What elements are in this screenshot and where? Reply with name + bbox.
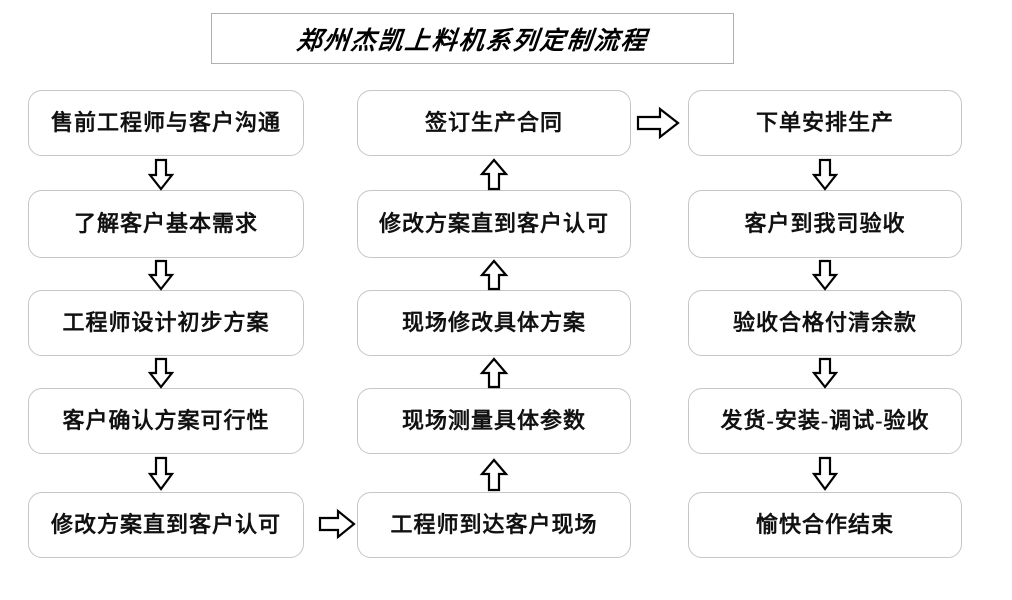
node-label: 验收合格付清余款 [732,310,917,335]
node-label: 下单安排生产 [755,110,894,135]
arrow-down-icon [145,158,177,191]
node-label: 愉快合作结束 [755,512,894,537]
node-engineer-draft-plan[interactable]: 工程师设计初步方案 [28,290,304,356]
arrow-down-icon [809,158,841,191]
arrow-up-icon [478,158,510,191]
node-engineer-arrives-onsite[interactable]: 工程师到达客户现场 [357,492,631,558]
arrow-up-icon [478,357,510,389]
node-label: 工程师到达客户现场 [390,512,598,537]
node-place-order-schedule-production[interactable]: 下单安排生产 [688,90,962,156]
arrow-down-icon [145,456,177,491]
node-revise-until-approved-col2[interactable]: 修改方案直到客户认可 [357,190,631,258]
node-label: 了解客户基本需求 [73,211,258,236]
node-customer-confirm-feasibility[interactable]: 客户确认方案可行性 [28,388,304,454]
node-pay-balance-after-acceptance[interactable]: 验收合格付清余款 [688,290,962,356]
node-onsite-measure-parameters[interactable]: 现场测量具体参数 [357,388,631,454]
node-pleasant-cooperation-end[interactable]: 愉快合作结束 [688,492,962,558]
node-revise-until-approved-col1[interactable]: 修改方案直到客户认可 [28,492,304,558]
node-label: 修改方案直到客户认可 [50,512,281,537]
node-sign-production-contract[interactable]: 签订生产合同 [357,90,631,156]
node-label: 工程师设计初步方案 [62,310,270,335]
arrow-down-icon [809,456,841,491]
arrow-right-icon [636,106,680,140]
node-label: 售前工程师与客户沟通 [50,110,281,135]
node-label: 现场修改具体方案 [401,310,586,335]
diagram-title-box: 郑州杰凯上料机系列定制流程 [211,13,734,64]
node-label: 现场测量具体参数 [401,408,586,433]
arrow-down-icon [145,357,177,389]
arrow-up-icon [478,259,510,291]
node-label: 客户到我司验收 [744,211,906,236]
diagram-title: 郑州杰凯上料机系列定制流程 [295,27,650,55]
node-understand-requirements[interactable]: 了解客户基本需求 [28,190,304,258]
node-label: 发货-安装-调试-验收 [720,408,930,433]
node-onsite-revise-plan[interactable]: 现场修改具体方案 [357,290,631,356]
arrow-down-icon [809,357,841,389]
node-customer-inspection-at-factory[interactable]: 客户到我司验收 [688,190,962,258]
arrow-down-icon [809,259,841,291]
node-presales-communication[interactable]: 售前工程师与客户沟通 [28,90,304,156]
node-ship-install-debug-accept[interactable]: 发货-安装-调试-验收 [688,388,962,454]
arrow-down-icon [145,259,177,291]
arrow-right-icon [318,508,356,540]
arrow-up-icon [478,458,510,492]
node-label: 客户确认方案可行性 [62,408,270,433]
node-label: 修改方案直到客户认可 [378,211,609,236]
node-label: 签订生产合同 [424,110,563,135]
